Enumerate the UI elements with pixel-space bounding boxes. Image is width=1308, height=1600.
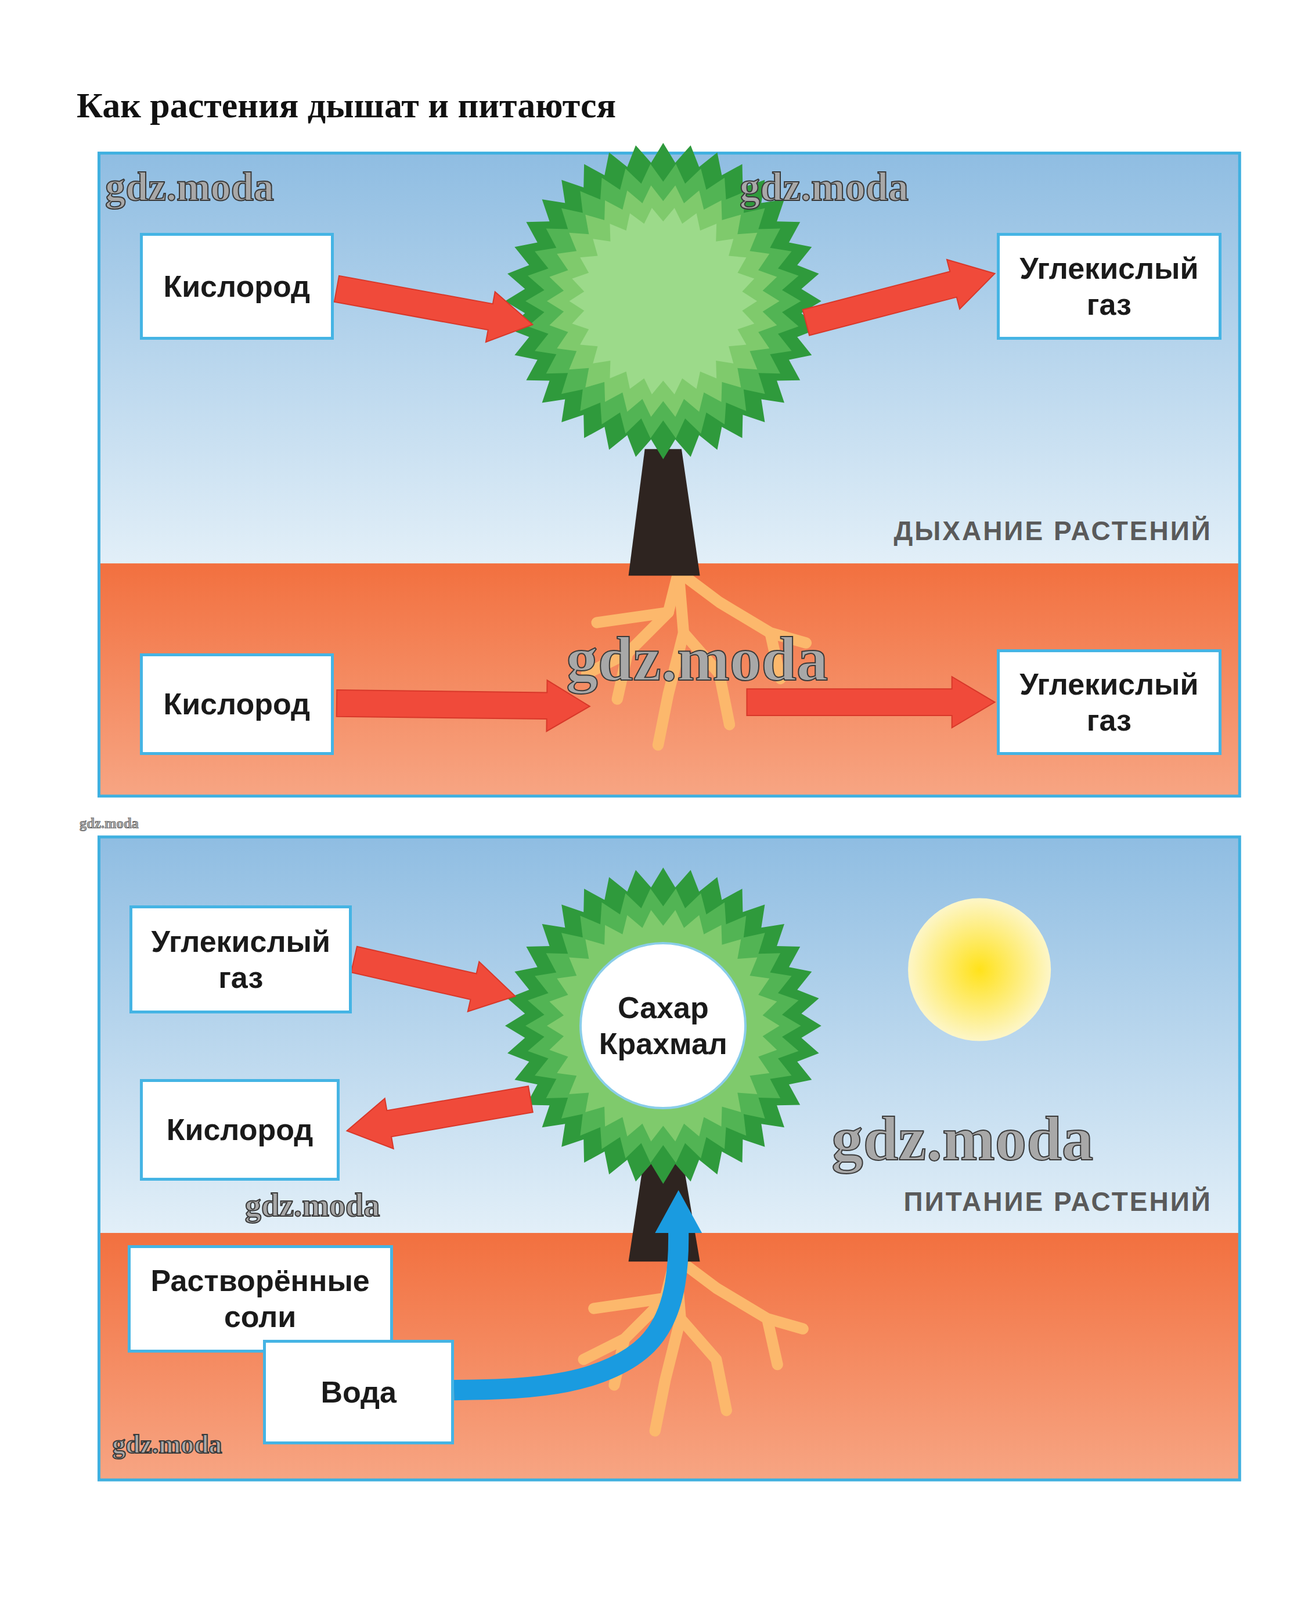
node-text: Кислород: [163, 268, 311, 305]
watermark: gdz.moda: [79, 816, 139, 831]
gas-arrow: [351, 946, 516, 1012]
substance-box: Кислород: [139, 232, 334, 341]
substance-box: Углекислый газ: [996, 232, 1222, 341]
gas-arrow: [347, 1085, 533, 1149]
panel-heading: ДЫХАНИЕ РАСТЕНИЙ: [893, 514, 1212, 547]
diagram-panel: ДЫХАНИЕ РАСТЕНИЙКислородУглекислый газКи…: [98, 153, 1240, 796]
watermark: gdz.moda: [739, 166, 909, 207]
sun: [907, 898, 1051, 1041]
watermark: gdz.moda: [112, 1430, 222, 1458]
substance-box: Вода: [262, 1339, 454, 1444]
node-text: Углекислый газ: [1007, 665, 1211, 739]
node-text: Растворённые соли: [138, 1262, 383, 1335]
water-arrow-head: [654, 1189, 702, 1233]
watermark: gdz.moda: [566, 627, 828, 691]
substance-box: Растворённые соли: [127, 1244, 394, 1353]
substance-box: Кислород: [139, 653, 334, 756]
gas-arrow: [334, 275, 533, 342]
node-text: Вода: [320, 1373, 397, 1410]
watermark: gdz.moda: [244, 1188, 381, 1221]
node-text: Углекислый газ: [140, 923, 341, 996]
substance-box: Углекислый газ: [996, 649, 1222, 756]
node-text: Сахар Крахмал: [589, 989, 737, 1062]
node-text: Кислород: [163, 685, 311, 722]
panel-heading: ПИТАНИЕ РАСТЕНИЙ: [903, 1185, 1213, 1217]
gas-arrow: [336, 679, 590, 731]
node-text: Кислород: [166, 1111, 314, 1148]
node-text: Углекислый газ: [1007, 250, 1211, 323]
substance-box: Кислород: [139, 1078, 340, 1181]
gas-arrow: [802, 259, 996, 335]
panel-ground: [98, 836, 1240, 1480]
water-arrow: [453, 1229, 679, 1390]
watermark: gdz.moda: [831, 1107, 1094, 1171]
substance-box: Углекислый газ: [129, 905, 352, 1014]
product-circle: Сахар Крахмал: [579, 941, 747, 1109]
page-title: Как растения дышат и питаются: [76, 84, 616, 126]
watermark: gdz.moda: [105, 166, 275, 207]
tree: [505, 867, 822, 1431]
panel-ground: [98, 153, 1240, 796]
